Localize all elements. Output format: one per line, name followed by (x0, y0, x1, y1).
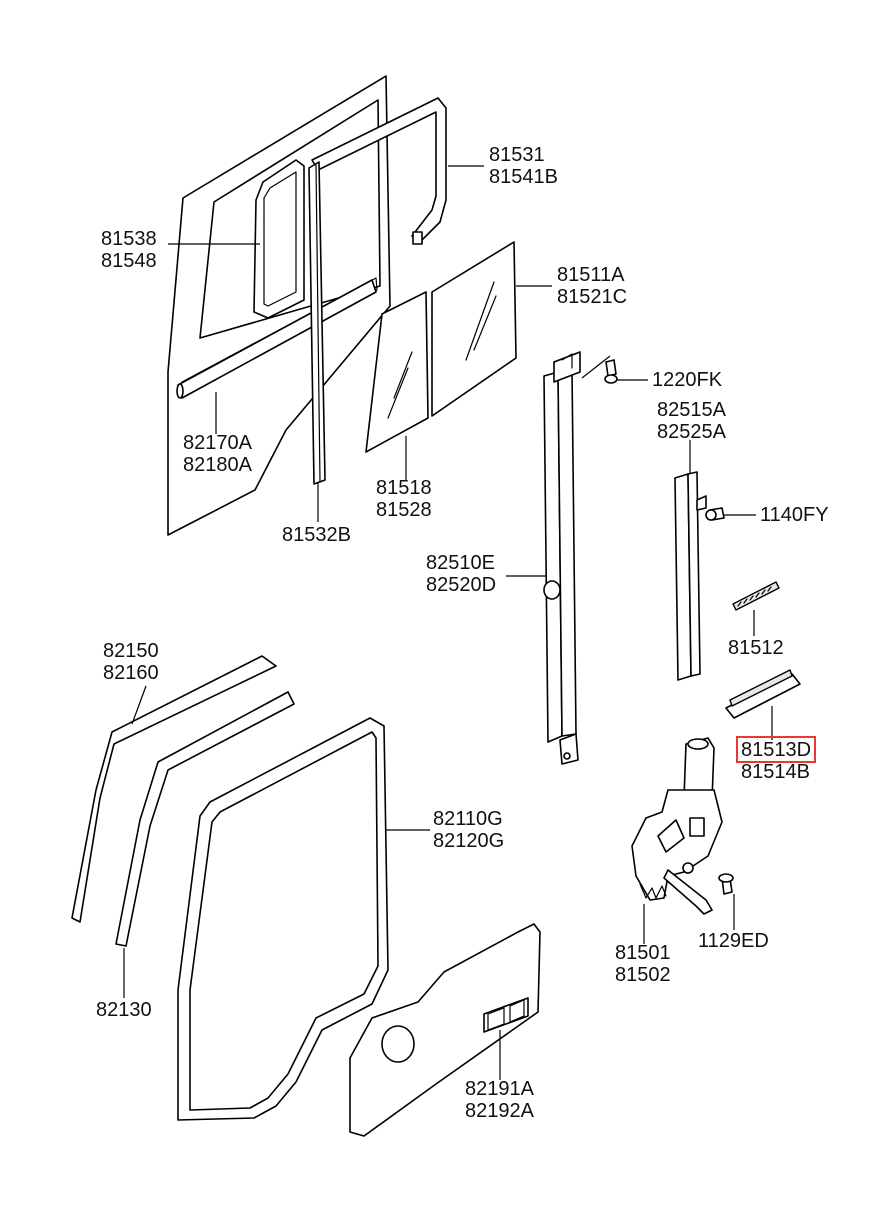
leader-lines (123, 165, 773, 1080)
quarter-glass (365, 291, 429, 453)
door-glass (431, 241, 517, 417)
front-channel (543, 351, 581, 765)
door-frame-seal (311, 97, 447, 245)
bolt-1129ed (718, 873, 734, 895)
label-1140fy: 1140FY (760, 504, 829, 526)
screw-1140fy (705, 507, 725, 521)
label-82130: 82130 (96, 999, 152, 1021)
trim-cover (349, 923, 541, 1137)
label-1220fk: 1220FK (652, 369, 723, 391)
body-side-weatherstrip (177, 717, 389, 1121)
bolt-1220fk (604, 359, 618, 384)
label-81513d: 81513D 81514B (736, 736, 817, 783)
glass-sash-clip (725, 669, 801, 719)
highlight-box: 81513D (736, 736, 817, 763)
division-channel (308, 161, 326, 485)
label-81512: 81512 (728, 637, 784, 659)
quarter-seal (253, 159, 305, 319)
outer-belt-weatherstrip (176, 279, 377, 399)
glass-holder (732, 581, 780, 611)
rear-channel (674, 471, 707, 681)
drip-molding (71, 655, 277, 923)
opening-weatherstrip (115, 691, 295, 947)
window-regulator (631, 737, 723, 915)
label-81532b: 81532B (282, 524, 351, 546)
label-1129ed: 1129ED (698, 930, 769, 952)
